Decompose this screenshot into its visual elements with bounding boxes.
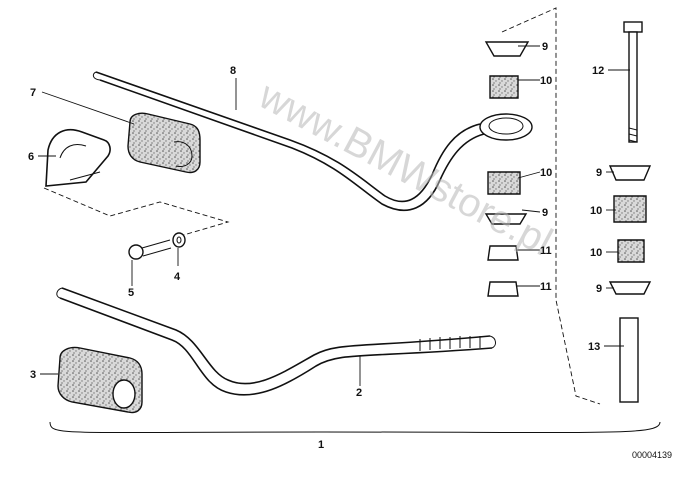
label-10-mid: 10 bbox=[540, 167, 552, 179]
clamp-bracket bbox=[45, 128, 111, 187]
parts-stack-left bbox=[484, 41, 530, 297]
parts-stack-right bbox=[608, 21, 652, 403]
rubber-mount-upper bbox=[127, 112, 201, 174]
label-6: 6 bbox=[28, 151, 34, 163]
bolt-5 bbox=[128, 239, 172, 260]
label-9-right-top: 9 bbox=[596, 167, 602, 179]
stabilizer-bar-lower bbox=[56, 287, 496, 396]
label-10-right-top: 10 bbox=[590, 205, 602, 217]
label-11-top: 11 bbox=[540, 245, 552, 257]
label-3: 3 bbox=[30, 369, 36, 381]
label-9-right-bottom: 9 bbox=[596, 283, 602, 295]
label-9-mid: 9 bbox=[542, 207, 548, 219]
label-12: 12 bbox=[592, 65, 604, 77]
label-8: 8 bbox=[230, 65, 236, 77]
label-13: 13 bbox=[588, 341, 600, 353]
label-7: 7 bbox=[30, 87, 36, 99]
rubber-mount-lower bbox=[57, 346, 143, 414]
label-2: 2 bbox=[356, 387, 362, 399]
diagram-code: 00004139 bbox=[632, 450, 672, 460]
washer-4 bbox=[172, 232, 186, 248]
label-1: 1 bbox=[318, 439, 324, 451]
label-5: 5 bbox=[128, 287, 134, 299]
label-9-top: 9 bbox=[542, 41, 548, 53]
label-4: 4 bbox=[174, 271, 181, 283]
stabilizer-bar-upper bbox=[92, 71, 533, 212]
label-11-bottom: 11 bbox=[540, 281, 552, 293]
watermark: www.BMWstore.pl bbox=[251, 73, 559, 265]
label-10-right-bottom: 10 bbox=[590, 247, 602, 259]
label-10-top: 10 bbox=[540, 75, 552, 87]
